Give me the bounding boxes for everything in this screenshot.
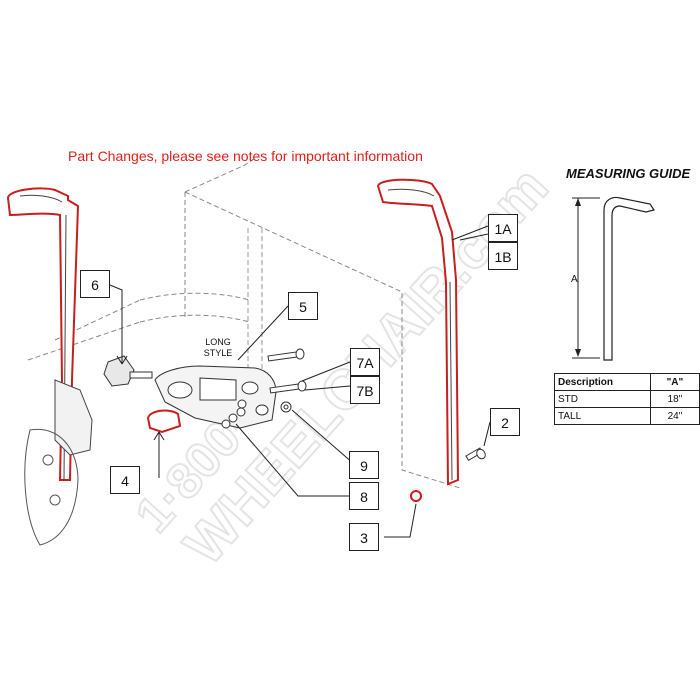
measurement-table: Description "A" STD 18" TALL 24" [554,373,700,425]
callout-5[interactable]: 5 [288,292,318,320]
right-armrest-tube [376,178,460,486]
long-style-label: LONG STYLE [198,337,238,359]
callout-9[interactable]: 9 [349,451,379,479]
callout-1a[interactable]: 1A [488,214,518,242]
washers [221,401,292,429]
measuring-guide-drawing [572,196,655,361]
table-row: STD 18" [554,390,700,408]
callout-2[interactable]: 2 [490,408,520,436]
callout-1b[interactable]: 1B [488,242,518,270]
knob-part [103,355,153,387]
style-label-line-2: STYLE [203,348,233,358]
callout-3[interactable]: 3 [349,523,379,551]
header-description: Description [554,373,651,391]
measuring-guide-title: MEASURING GUIDE [566,166,691,181]
watermark-logo: 1·800· WHEELCHAIR.com [124,154,561,577]
bolts-7a-7b [267,348,307,394]
callout-4[interactable]: 4 [110,466,140,494]
bracket-assembly [154,365,277,429]
callout-7b[interactable]: 7B [350,376,380,404]
left-armrest-tube [6,187,93,546]
clamp-part [146,409,182,434]
callout-6[interactable]: 6 [80,270,110,298]
row-std-value: 18" [649,390,700,408]
frame-outline [27,157,461,489]
callout-7a[interactable]: 7A [350,348,380,376]
table-row: TALL 24" [554,407,700,425]
style-label-line-1: LONG [205,337,231,347]
leader-lines [109,225,491,538]
table-header-row: Description "A" [554,373,700,391]
row-std-description: STD [554,390,651,408]
screw-part [465,447,486,462]
part-changes-notice: Part Changes, please see notes for impor… [68,148,423,164]
header-a: "A" [649,373,700,391]
row-tall-value: 24" [649,407,700,425]
callout-8[interactable]: 8 [349,482,379,510]
nut-part [410,490,422,502]
row-tall-description: TALL [554,407,651,425]
dimension-a-label: A [571,274,578,285]
